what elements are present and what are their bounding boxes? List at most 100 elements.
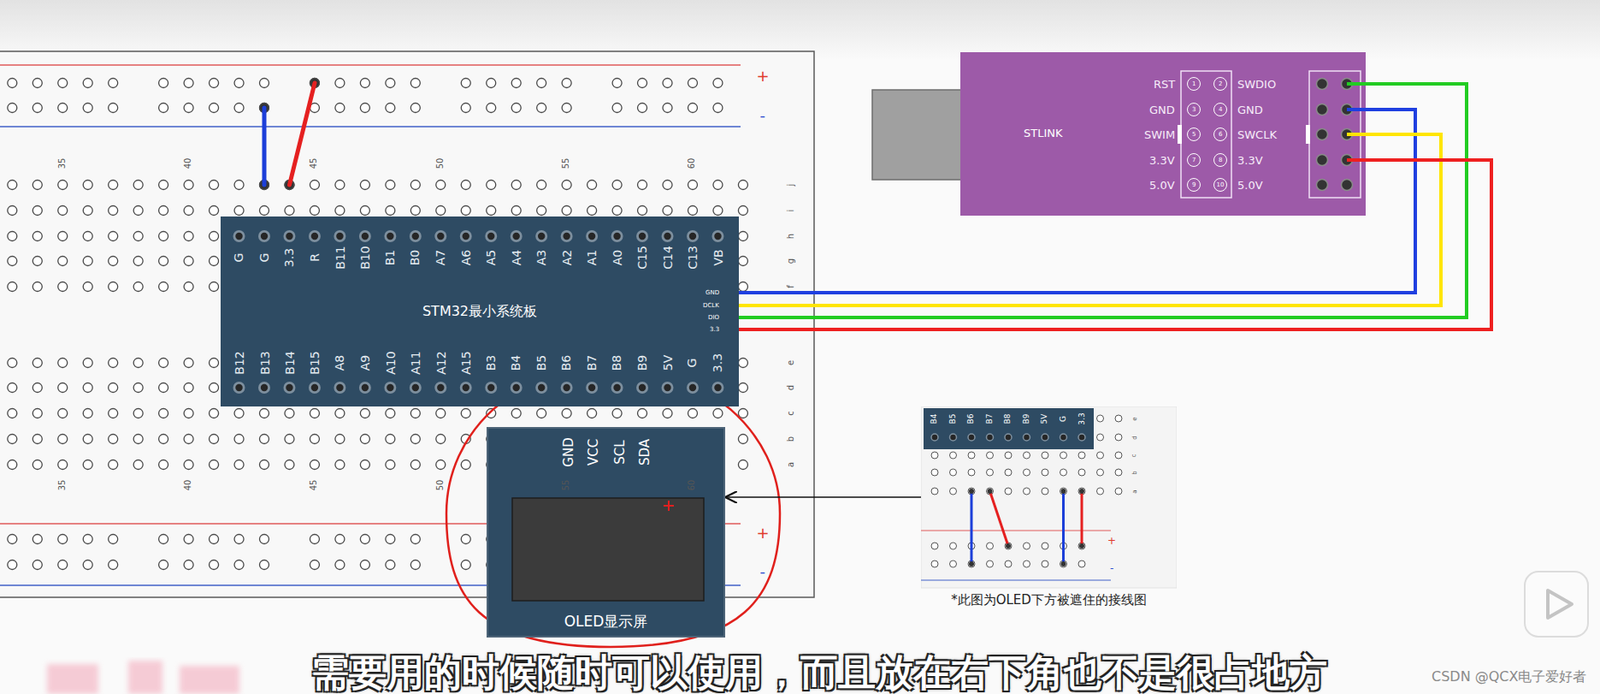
- breadboard-hole: [159, 460, 169, 470]
- swd-pin-label: GND: [705, 289, 720, 296]
- breadboard-hole: [1060, 487, 1068, 495]
- breadboard-hole: [486, 180, 496, 190]
- inset-pin-label: 5V: [1040, 413, 1049, 424]
- breadboard-hole: [738, 231, 748, 242]
- breadboard-hole: [385, 78, 396, 89]
- breadboard-hole: [183, 408, 194, 419]
- breadboard-hole: [309, 534, 319, 544]
- blurred-overlay: [47, 660, 240, 694]
- breadboard-hole: [587, 206, 597, 216]
- pin-pad: [585, 230, 598, 243]
- breadboard-hole: [133, 358, 143, 368]
- inset-row-letter: b: [1132, 470, 1139, 474]
- breadboard-hole: [637, 408, 648, 419]
- pin-number: 2: [1218, 81, 1223, 88]
- column-number: 45: [310, 479, 319, 491]
- pin-hole: [968, 433, 975, 441]
- breadboard-hole: [82, 256, 93, 266]
- breadboard-hole: [209, 460, 219, 470]
- breadboard-hole: [32, 256, 42, 266]
- breadboard-hole: [410, 434, 420, 444]
- wire-stub: [1346, 82, 1366, 86]
- pin-pad: [611, 381, 624, 394]
- breadboard-hole: [58, 560, 68, 570]
- breadboard-hole: [968, 560, 975, 567]
- breadboard-hole: [183, 78, 194, 89]
- breadboard-hole: [1078, 468, 1086, 476]
- breadboard-hole: [209, 206, 219, 216]
- breadboard-hole: [950, 542, 957, 550]
- pin-label: B8: [610, 354, 623, 372]
- breadboard-hole: [460, 408, 471, 419]
- breadboard-hole: [738, 383, 748, 393]
- jumper-wire: [289, 82, 316, 185]
- pin-pad: [535, 381, 548, 394]
- board-title: STM32最小系统板: [422, 303, 538, 319]
- inset-pin-label: B9: [1022, 413, 1031, 424]
- breadboard-hole: [335, 434, 345, 444]
- pin-number: 6: [1218, 131, 1223, 138]
- breadboard-hole: [986, 542, 994, 550]
- breadboard-hole: [335, 78, 345, 89]
- breadboard-hole: [486, 206, 496, 216]
- swd-pin-label: DIO: [708, 314, 720, 321]
- breadboard-hole: [335, 180, 345, 190]
- oled-pin-label: VCC: [587, 437, 601, 465]
- breadboard-hole: [209, 560, 219, 570]
- swd-pin-label: 3.3: [709, 326, 720, 333]
- breadboard-hole: [931, 542, 939, 550]
- stlink-pin-name: RST: [1153, 78, 1175, 90]
- breadboard-hole: [637, 78, 648, 89]
- breadboard-hole: [58, 408, 68, 419]
- column-number: 50: [436, 479, 445, 491]
- mcu-board: STM32最小系统板: [220, 216, 739, 407]
- annotation-circle: [446, 366, 780, 647]
- breadboard-hole: [309, 206, 319, 216]
- breadboard-hole: [133, 383, 143, 393]
- pin-hole: [1078, 433, 1086, 441]
- breadboard-hole: [662, 408, 673, 419]
- breadboard-hole: [511, 408, 521, 419]
- breadboard-hole: [159, 78, 169, 89]
- breadboard-hole: [209, 358, 219, 368]
- breadboard-hole: [986, 468, 994, 476]
- breadboard-hole: [360, 560, 370, 570]
- breadboard-hole: [335, 560, 345, 570]
- breadboard-hole: [931, 487, 939, 495]
- breadboard-hole: [209, 282, 219, 292]
- pin-pad: [484, 381, 497, 394]
- breadboard-hole: [159, 434, 169, 444]
- pin-hole: [689, 383, 697, 391]
- breadboard-hole: [385, 206, 396, 216]
- breadboard-hole: [385, 534, 396, 544]
- rail-plus-sign: +: [756, 68, 770, 84]
- pin-circle: [1214, 128, 1228, 142]
- inset-pin-label: B8: [1003, 413, 1012, 424]
- pin-hole: [361, 383, 369, 391]
- pin-label: G: [232, 253, 245, 263]
- column-number: 40: [183, 158, 193, 170]
- breadboard-hole: [931, 451, 939, 459]
- pin-pad: [711, 381, 724, 394]
- pin-pad: [661, 230, 674, 243]
- breadboard-hole: [82, 103, 93, 113]
- breadboard-hole: [108, 103, 119, 113]
- wire-end: [1079, 488, 1085, 494]
- pin-label: B13: [258, 350, 271, 374]
- breadboard-hole: [713, 78, 723, 89]
- breadboard-hole: [7, 103, 18, 113]
- stlink-pin-name: GND: [1237, 104, 1264, 116]
- breadboard-hole: [1004, 542, 1012, 550]
- breadboard-hole: [159, 358, 169, 368]
- blur-patch: [179, 665, 240, 694]
- breadboard-hole: [460, 560, 471, 570]
- breadboard-hole: [385, 408, 396, 419]
- breadboard-hole: [1004, 451, 1012, 459]
- column-number: 55: [561, 158, 571, 170]
- breadboard-hole: [687, 180, 697, 190]
- wire-end: [1061, 560, 1067, 567]
- breadboard-hole: [82, 460, 93, 470]
- breadboard-hole: [108, 408, 119, 419]
- breadboard-hole: [183, 206, 194, 216]
- breadboard-hole: [436, 408, 446, 419]
